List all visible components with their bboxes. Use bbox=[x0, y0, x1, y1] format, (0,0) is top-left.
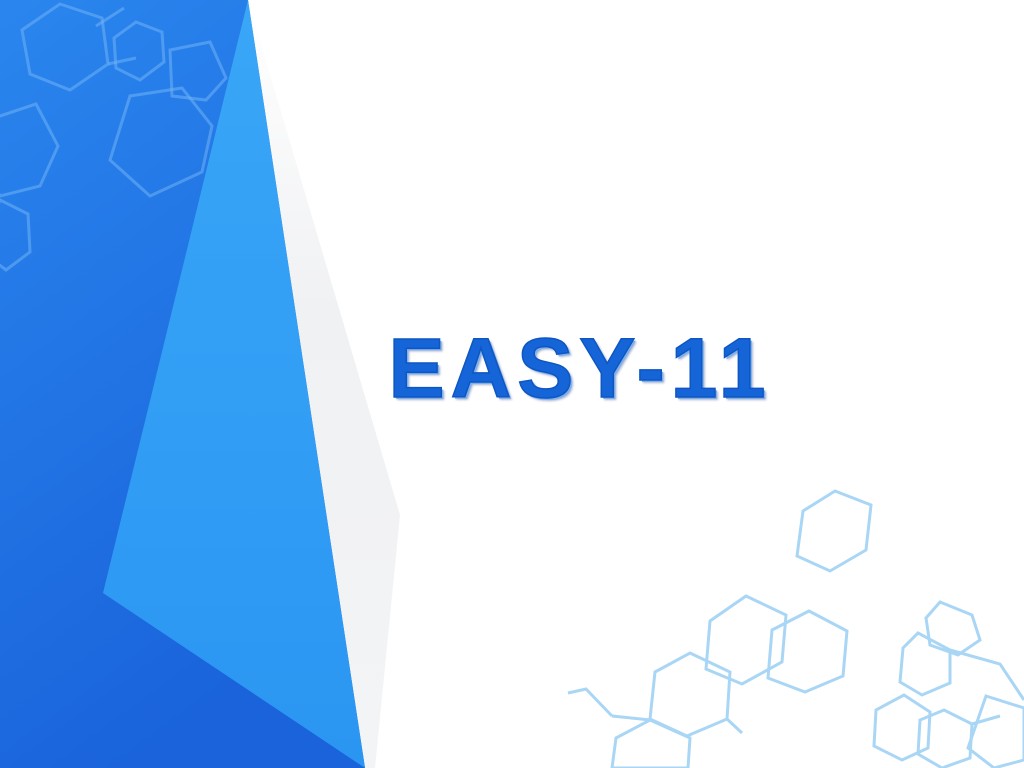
hex-pattern-light bbox=[567, 489, 1024, 768]
slide-title: EASY-11 bbox=[388, 320, 772, 416]
gray-band-shape bbox=[248, 0, 400, 768]
hex-pattern-dark bbox=[0, 2, 228, 272]
light-blue-triangle bbox=[103, 0, 365, 768]
